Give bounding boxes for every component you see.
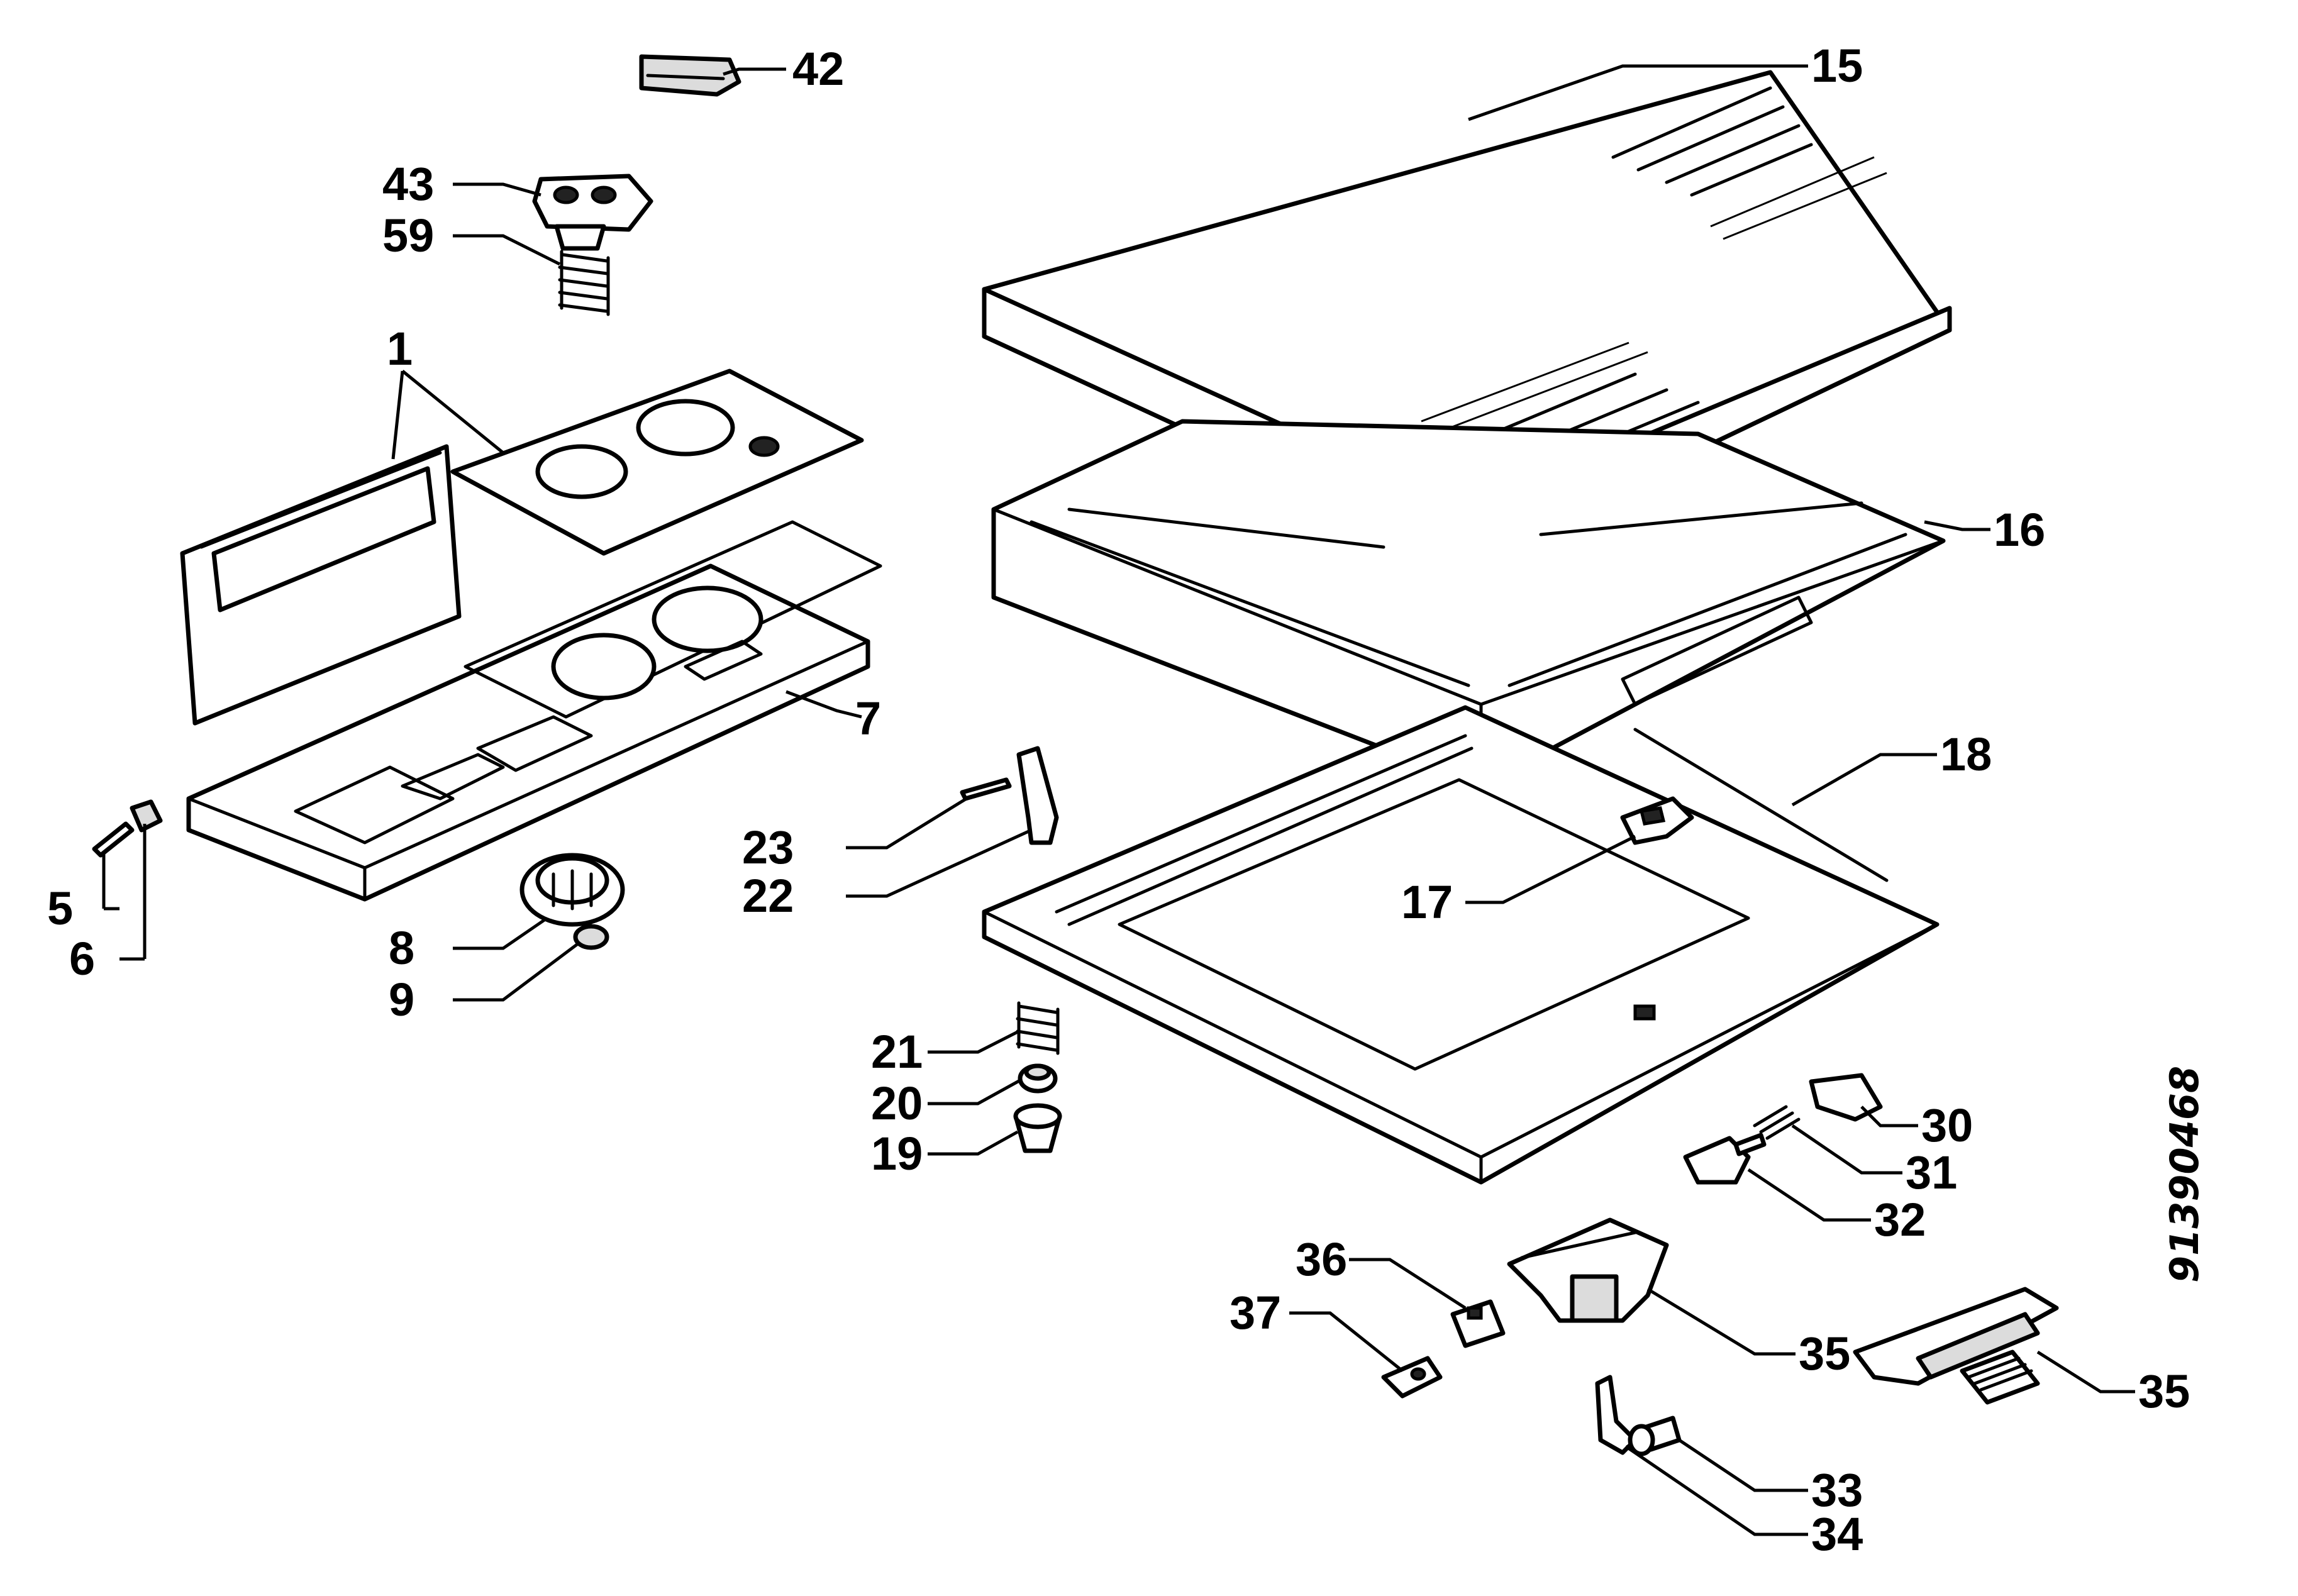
part-19-foot — [1013, 1103, 1062, 1153]
callout-labels: 42 43 59 1 7 5 6 8 9 15 16 18 17 23 22 2… — [47, 40, 2190, 1560]
part-7-control-housing — [186, 520, 882, 902]
callout-23: 23 — [742, 821, 794, 873]
callout-35-center: 35 — [1799, 1327, 1850, 1380]
callout-16: 16 — [1994, 504, 2045, 556]
callout-7: 7 — [855, 692, 881, 745]
callout-33: 33 — [1811, 1464, 1863, 1516]
callout-5: 5 — [47, 882, 73, 934]
callout-6: 6 — [69, 933, 95, 985]
document-number: 91390468 — [2162, 1066, 2207, 1283]
callout-18: 18 — [1940, 728, 1992, 780]
callout-36: 36 — [1296, 1233, 1347, 1285]
callout-34: 34 — [1811, 1508, 1863, 1560]
part-5-pin — [92, 821, 135, 858]
callout-31: 31 — [1906, 1146, 1957, 1199]
part-23-pin — [960, 777, 1012, 801]
callout-15: 15 — [1811, 40, 1863, 92]
part-1-front-panel — [180, 444, 462, 726]
part-35-switch-right — [1853, 1287, 2059, 1405]
part-22-lever — [1016, 746, 1059, 845]
part-8-knob-base — [519, 853, 625, 927]
callout-20: 20 — [871, 1077, 923, 1129]
callout-1: 1 — [387, 323, 413, 375]
callout-35-right: 35 — [2138, 1365, 2190, 1417]
callout-19: 19 — [871, 1128, 923, 1180]
leader-lines — [102, 64, 2135, 1536]
callout-22: 22 — [742, 870, 794, 922]
part-30-cap — [1809, 1073, 1883, 1122]
part-31-spring — [1753, 1105, 1801, 1140]
part-9-screw — [573, 924, 609, 950]
callout-43: 43 — [382, 158, 434, 210]
part-43-knob — [532, 174, 653, 251]
callout-37: 37 — [1229, 1287, 1281, 1339]
part-1-top-plate — [450, 369, 864, 556]
part-20-bushing — [1018, 1063, 1058, 1094]
part-37-clip — [1381, 1356, 1443, 1399]
part-18-base-tray — [982, 705, 1940, 1185]
callout-21: 21 — [871, 1026, 923, 1078]
part-36-bracket — [1450, 1299, 1506, 1348]
part-6-nut — [130, 799, 163, 833]
part-59-spring — [558, 250, 610, 316]
callout-30: 30 — [1921, 1099, 1973, 1151]
part-21-spring — [1016, 1001, 1060, 1055]
part-35-switch-center — [1507, 1217, 1669, 1323]
part-42-cap — [639, 54, 741, 97]
callout-59: 59 — [382, 209, 434, 262]
part-32-latch — [1683, 1133, 1767, 1185]
callout-17: 17 — [1401, 876, 1453, 928]
callout-8: 8 — [389, 922, 414, 974]
callout-9: 9 — [389, 973, 414, 1026]
part-16-frame — [991, 419, 1946, 789]
part-33-plunger — [1628, 1416, 1682, 1456]
callout-32: 32 — [1874, 1194, 1926, 1246]
callout-42: 42 — [792, 43, 844, 95]
